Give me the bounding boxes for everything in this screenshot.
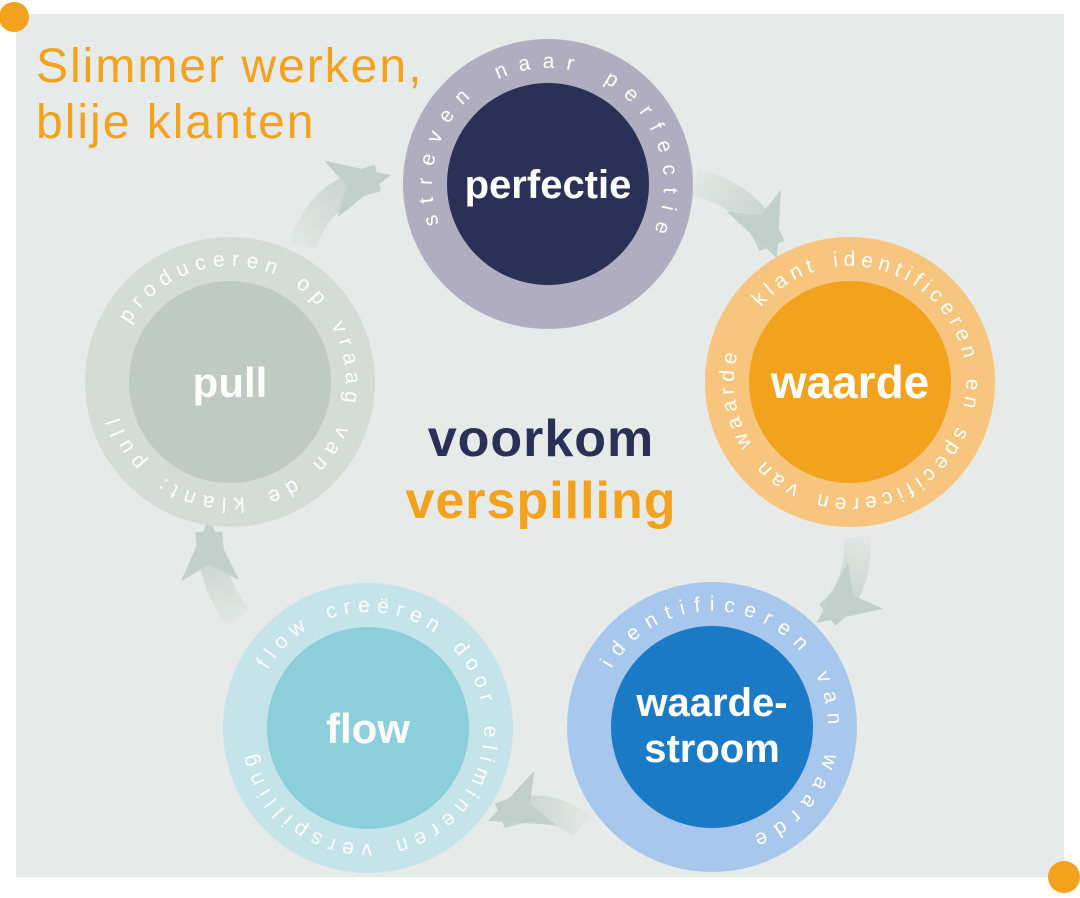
step-pull-label: pull (193, 359, 268, 406)
step-waardestroom-inner (611, 626, 813, 828)
step-pull-inner (129, 281, 331, 483)
center-slogan-line2: verspilling (405, 472, 676, 530)
step-perfectie-label: perfectie (465, 163, 632, 207)
step-waarde: klant identificeren en specificeren van … (705, 237, 995, 527)
arrow-flow-to-pull (180, 519, 250, 627)
corner-dot-bottom-right (1048, 861, 1080, 893)
page-title: Slimmer werken, blije klanten (36, 40, 423, 149)
arrow-waarde-to-waardestroom (816, 536, 884, 626)
step-waarde-label: waarde (770, 356, 930, 408)
arrow-pull-to-perfectie (289, 160, 391, 251)
step-waardestroom-label-line2: stroom (644, 727, 780, 771)
step-waardestroom-label-line1: waarde- (635, 681, 787, 725)
step-flow-inner (267, 627, 469, 829)
step-waardestroom: identificeren van waarde waarde- stroom (567, 582, 857, 872)
step-perfectie: streven naar perfectie perfectie (403, 39, 693, 329)
step-perfectie-inner (447, 83, 649, 285)
page-title-line1: Slimmer werken, (36, 40, 423, 93)
step-waarde-inner (749, 281, 951, 483)
arrow-perfectie-to-waarde (691, 168, 785, 259)
step-flow: flow creëren door elimineren verspilling… (223, 583, 513, 873)
center-slogan: voorkom verspilling (405, 410, 676, 530)
step-flow-label: flow (326, 705, 410, 752)
step-pull: produceren op vraag van de klant: pull p… (85, 237, 375, 527)
page-title-line2: blije klanten (36, 96, 316, 149)
center-slogan-line1: voorkom (428, 410, 655, 468)
arrow-waardestroom-to-flow (487, 770, 591, 838)
corner-dot-top-left (0, 2, 29, 32)
